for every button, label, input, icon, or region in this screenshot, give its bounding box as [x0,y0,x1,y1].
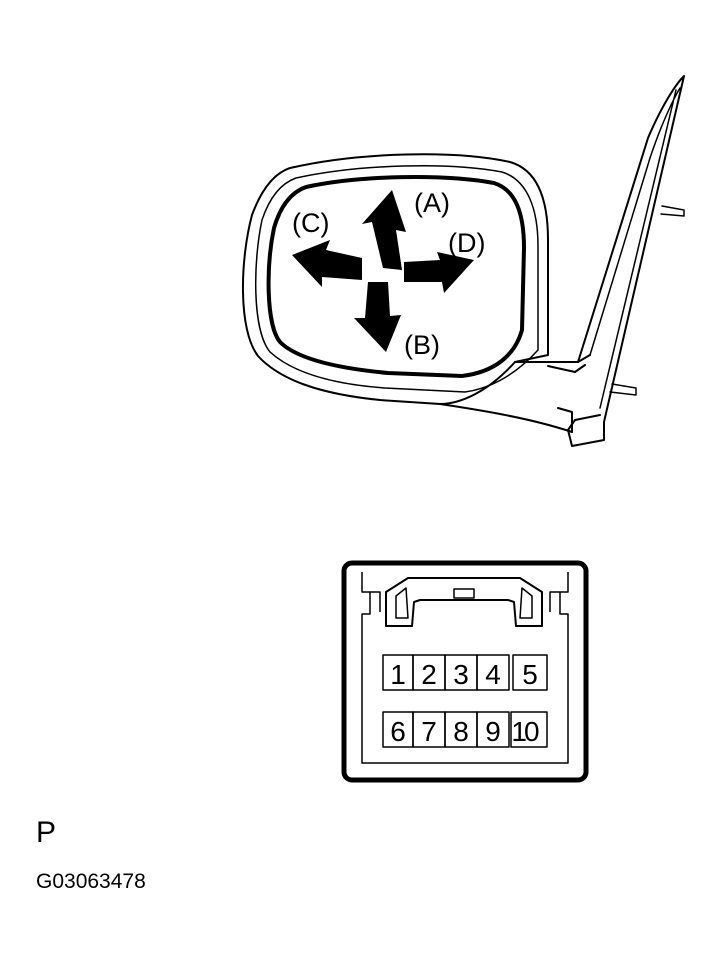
arrow-left [292,240,362,287]
pin-5-box [512,654,548,691]
label-direction-c: (C) [292,208,329,238]
pin-3-label: 3 [453,659,469,690]
pin-6-label: 6 [390,716,406,747]
pin-10-box [510,711,548,748]
mirror-housing-outer [241,153,549,405]
mirror-arm [439,354,591,433]
connector-latch-notch [453,588,475,599]
pin-10-label: 10 [511,716,539,747]
arrow-right [404,252,474,293]
connector-latch-slot-right [519,587,533,619]
pin-8-label: 8 [453,716,469,747]
mount-stud-upper [660,205,685,217]
pin-2-label: 2 [421,659,437,690]
arrow-up [362,190,406,270]
connector [341,560,589,783]
connector-side-tab-left [370,591,381,612]
pin-4-box [476,654,510,691]
pin-9-label: 9 [485,716,501,747]
pin-4-label: 4 [485,659,501,690]
pin-7-label: 7 [421,716,437,747]
mount-stud-lower [609,383,637,396]
pin-9-box [476,711,510,748]
pin-5-label: 5 [522,659,538,690]
connector-inner-frame [361,572,569,764]
arrow-down [354,282,401,352]
label-direction-b: (B) [404,330,440,360]
connector-latch-slot-left [395,587,409,619]
mirror-base-inner [589,87,681,409]
view-letter: P [36,816,56,849]
label-direction-a: (A) [414,188,450,218]
connector-outer [341,560,589,783]
mirror-base-mount [567,75,685,447]
figure-code: G03063478 [36,870,146,893]
pin-1-label: 1 [390,659,406,690]
side-mirror [241,75,685,447]
adjustment-arrows [292,190,474,352]
label-direction-d: (D) [448,228,485,258]
mirror-glass [266,175,526,378]
connector-latch [385,577,543,627]
mirror-housing-inner [254,165,539,393]
connector-side-tab-right [549,591,560,612]
